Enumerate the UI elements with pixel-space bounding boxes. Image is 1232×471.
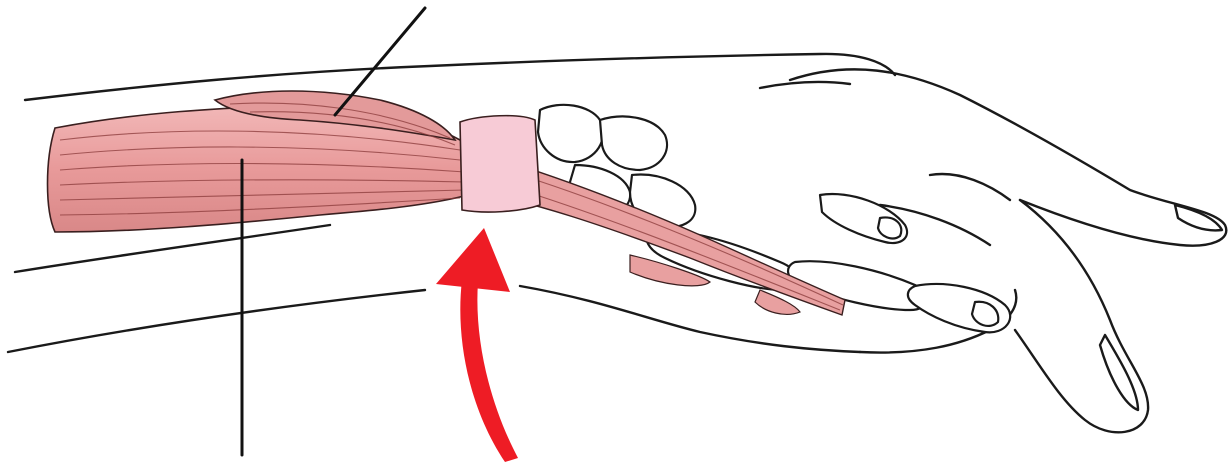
knuckle-line (760, 82, 850, 88)
leader-line-upper (335, 8, 425, 115)
fingernail (1100, 335, 1138, 410)
hand-outline (760, 69, 1226, 432)
carpal-bone-2 (600, 116, 667, 170)
thumb-web (930, 174, 1010, 200)
forearm-upper-contour (25, 54, 895, 100)
sesamoid (878, 217, 901, 238)
carpal-bone-1 (538, 105, 603, 162)
forearm-lower-contour-front (8, 290, 425, 352)
curved-upward-arrow-icon (436, 228, 518, 462)
extensor-retinaculum (460, 116, 540, 212)
